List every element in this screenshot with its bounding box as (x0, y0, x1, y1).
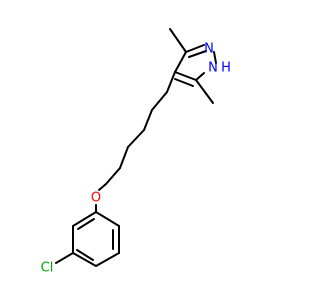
ring-bond-1 (95, 211, 120, 227)
chain-bond-6 (105, 167, 121, 185)
atom-label-oxygen: O (91, 191, 101, 206)
ring-bond-3 (95, 252, 120, 267)
bond-c5-c4 (174, 71, 197, 81)
hexyl-chain (105, 71, 176, 185)
atom-label-chlorine: Cl (41, 261, 54, 276)
ring-double-2 (76, 249, 94, 261)
ring-bond-6 (72, 211, 97, 227)
pyrazole-ring (174, 44, 217, 87)
ring-double-3 (77, 218, 95, 230)
bond-c3-n2 (185, 44, 205, 53)
benzene-ring (72, 211, 120, 267)
bond-n1-c5 (195, 72, 205, 81)
ring-bond-4 (72, 252, 97, 267)
bond-c4-c3 (174, 51, 187, 73)
atom-label-n1: N (208, 61, 218, 76)
bond-c5-methyl (195, 79, 214, 104)
bond-aryl-chlorine (55, 252, 74, 264)
chain-bond-2 (151, 91, 168, 111)
bond-n2-n1 (213, 51, 217, 64)
bond-chain-oxygen (98, 183, 107, 191)
atom-label-n1-hydrogen: H (221, 61, 231, 76)
chain-bond-3 (143, 109, 153, 131)
bond-c5-c4-double (174, 78, 194, 87)
chain-bond-5 (119, 146, 129, 169)
atom-label-n2: N (204, 42, 214, 57)
chain-bond-1 (166, 71, 176, 93)
chain-bond-4 (127, 129, 145, 148)
chemical-structure: N N H O Cl (41, 28, 231, 276)
bond-c3-n2-double (188, 50, 207, 58)
bond-c3-methyl (169, 28, 187, 53)
